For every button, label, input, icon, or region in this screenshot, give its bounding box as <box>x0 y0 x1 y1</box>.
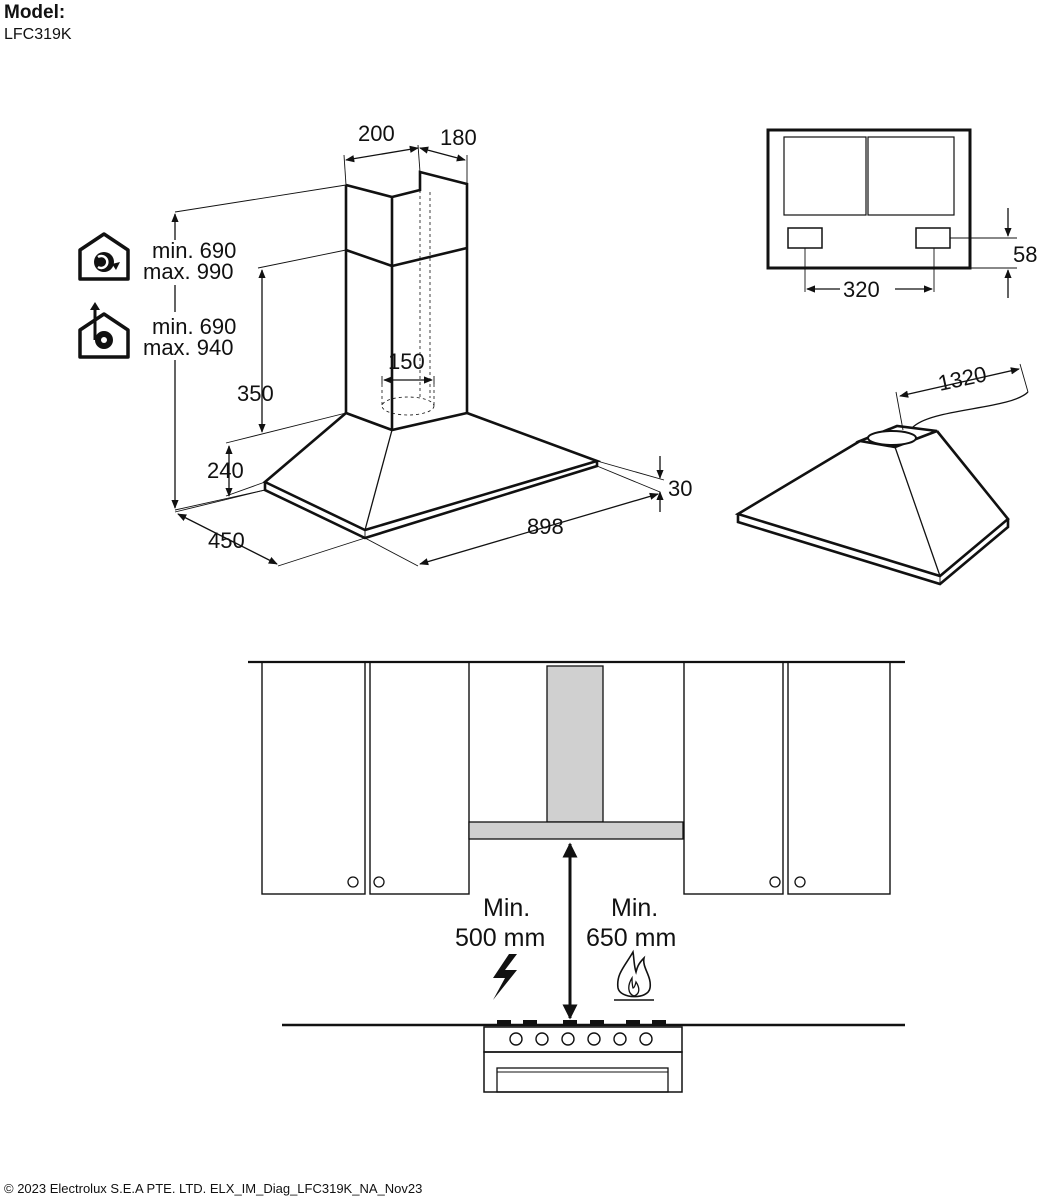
recirc-max-label: max. 990 <box>143 259 234 284</box>
gas-distance-label: 650 mm <box>586 924 676 952</box>
dim-lip: 30 <box>596 456 692 512</box>
gas-flame-icon <box>614 949 654 1001</box>
model-number: LFC319K <box>4 26 72 43</box>
cooker <box>483 1020 683 1093</box>
copyright-footer: © 2023 Electrolux S.E.A PTE. LTD. ELX_IM… <box>4 1181 423 1196</box>
dim-180-label: 180 <box>440 125 477 150</box>
extract-min-label: min. 690 <box>152 314 236 339</box>
dim-chimney-top: 200 180 <box>343 121 477 186</box>
dim-58-label: 58 <box>1013 242 1037 267</box>
dim-heights: 350 240 <box>207 249 347 497</box>
extract-max-label: max. 940 <box>143 335 234 360</box>
electric-hob-icon <box>493 954 517 1000</box>
dim-duct: 150 <box>381 349 435 384</box>
extraction-mode-icon <box>78 302 130 359</box>
dim-320-label: 320 <box>843 277 880 302</box>
dim-898-label: 898 <box>527 514 564 539</box>
dim-depth: 450 <box>174 489 366 567</box>
bracket-view: 320 58 <box>766 128 1037 302</box>
dim-240-label: 240 <box>207 458 244 483</box>
model-label: Model: <box>4 2 66 23</box>
dim-total-height: min. 690 max. 990 min. 690 max. 940 <box>143 184 347 511</box>
dim-150-label: 150 <box>388 349 425 374</box>
recirculation-mode-icon <box>78 232 130 281</box>
dim-1320-label: 1320 <box>936 361 989 396</box>
dim-width: 898 <box>364 465 661 567</box>
hood-front-view <box>262 170 602 540</box>
dim-450-label: 450 <box>208 528 245 553</box>
electric-distance-label: 500 mm <box>455 924 545 952</box>
installation-view: Min. 500 mm Min. 650 mm <box>248 660 905 1093</box>
recirc-min-label: min. 690 <box>152 238 236 263</box>
hood-isometric-view: 1320 <box>734 361 1029 586</box>
dim-350-label: 350 <box>237 381 274 406</box>
dim-30-label: 30 <box>668 476 692 501</box>
gas-min-label: Min. <box>611 894 658 922</box>
dim-200-label: 200 <box>358 121 395 146</box>
electric-min-label: Min. <box>483 894 530 922</box>
